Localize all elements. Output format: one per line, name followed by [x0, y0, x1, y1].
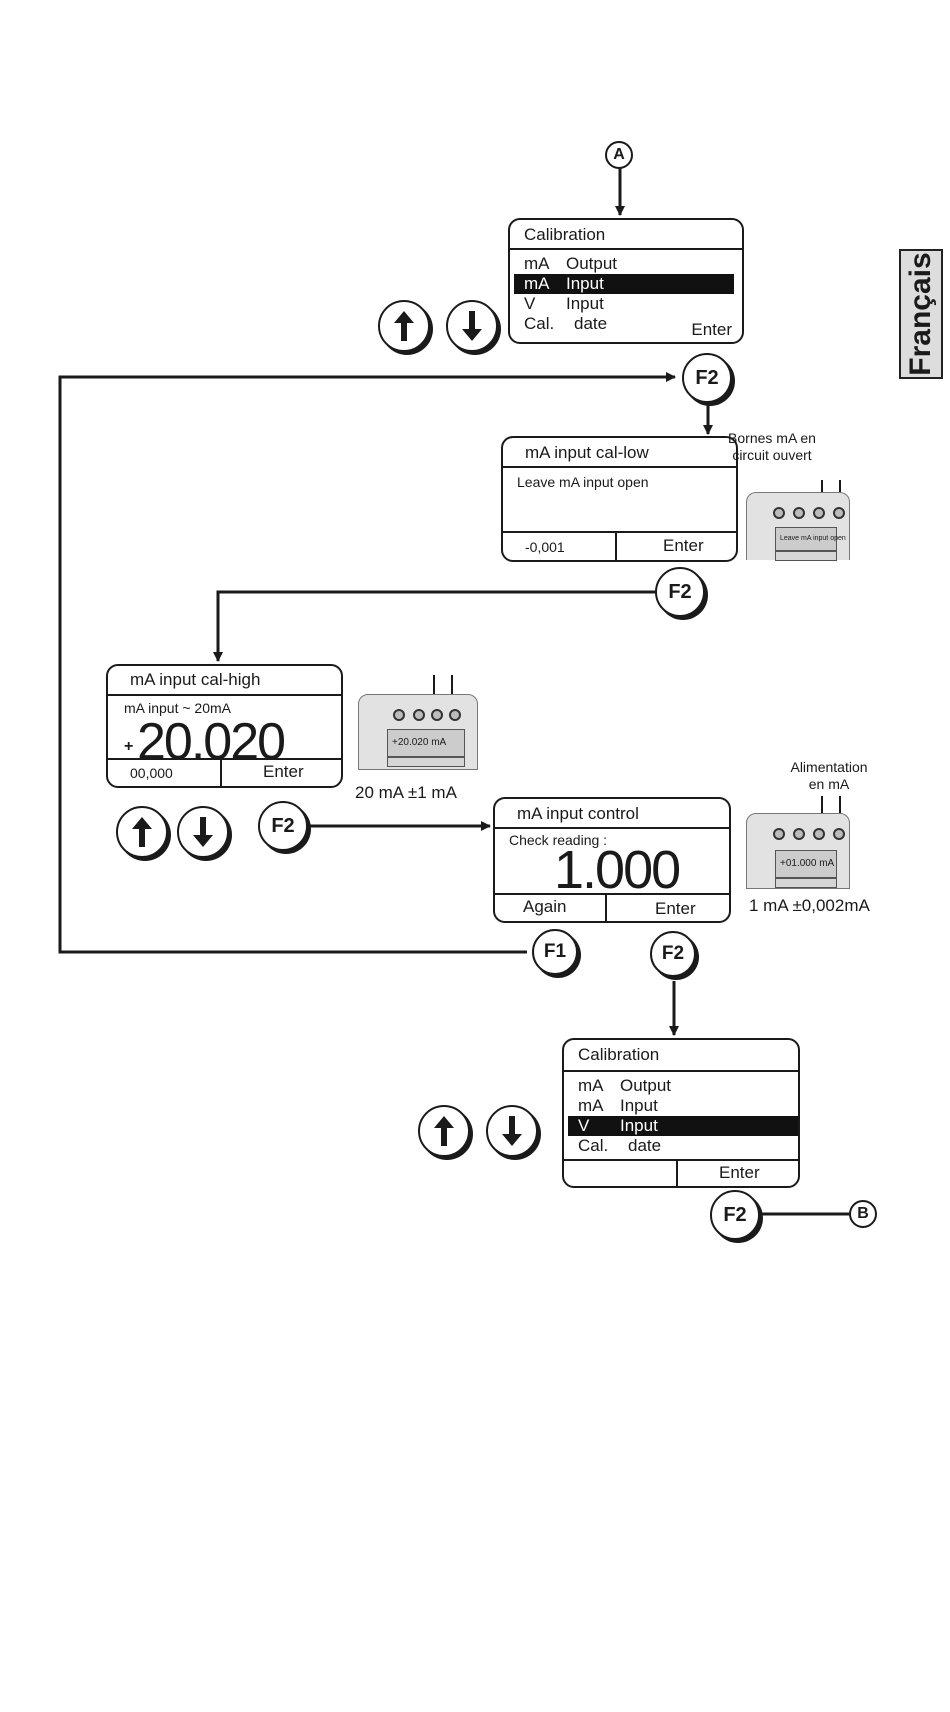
menu-item-type: mA	[524, 274, 550, 293]
ma-input-cal-high-screen: mA input cal-high mA input ~ 20mA + 20.0…	[106, 664, 343, 788]
menu-item-label: Input	[566, 294, 604, 313]
down-arrow-button[interactable]	[177, 806, 229, 858]
up-arrow-button[interactable]	[418, 1105, 470, 1157]
f2-button[interactable]: F2	[650, 931, 696, 977]
up-arrow-button[interactable]	[378, 300, 430, 352]
f2-button[interactable]: F2	[710, 1190, 760, 1240]
menu-item-type: V	[578, 1116, 590, 1135]
menu-item[interactable]: Cal. date	[568, 1136, 798, 1156]
menu-item-type: mA	[578, 1076, 604, 1095]
enter-softkey[interactable]: Enter	[691, 320, 732, 339]
screen-title: Calibration	[564, 1040, 798, 1072]
menu-item-label: Input	[620, 1096, 658, 1115]
menu-item-label: Output	[566, 254, 618, 273]
softkey-bar: Enter	[564, 1159, 798, 1186]
menu-item[interactable]: V Input	[568, 1116, 798, 1136]
menu-item-type: V	[524, 294, 536, 313]
down-arrow-button[interactable]	[446, 300, 498, 352]
screen-title: mA input cal-low	[503, 438, 736, 468]
device-display-text: Leave mA input open	[780, 535, 846, 542]
enter-softkey[interactable]: Enter	[263, 762, 304, 781]
screen-title: Calibration	[510, 220, 742, 250]
softkey-bar: Again Enter	[495, 893, 729, 921]
calibrator-device-illustration: +01.000 mA	[746, 813, 850, 889]
menu-item-label: date	[574, 314, 608, 333]
menu-item-label: date	[628, 1136, 662, 1155]
down-arrow-button[interactable]	[486, 1105, 538, 1157]
ma-input-control-screen: mA input control Check reading : 1.000 A…	[493, 797, 731, 923]
menu-item-label: Input	[566, 274, 604, 293]
calibrator-device-illustration: Leave mA input open	[746, 492, 850, 561]
menu-item-type: Cal.	[578, 1136, 609, 1155]
language-tab: Français	[899, 249, 943, 379]
loop-line-f1-to-f2	[58, 372, 676, 954]
again-softkey[interactable]: Again	[523, 897, 567, 916]
menu-item[interactable]: mA Input	[568, 1096, 798, 1116]
value-field: -0,001	[525, 539, 565, 555]
large-reading: 20.020	[137, 713, 286, 771]
screen-title: mA input control	[495, 799, 729, 829]
enter-softkey[interactable]: Enter	[719, 1163, 760, 1182]
menu-item-type: Cal.	[524, 314, 555, 333]
down-arrow-icon	[193, 817, 213, 847]
f2-button[interactable]: F2	[258, 801, 308, 851]
up-arrow-icon	[434, 1116, 454, 1146]
down-arrow-icon	[502, 1116, 522, 1146]
language-label: Français	[904, 252, 937, 376]
menu-item[interactable]: mA Output	[514, 254, 734, 274]
up-arrow-icon	[132, 817, 152, 847]
menu-item-type: mA	[578, 1096, 604, 1115]
ma-input-cal-low-screen: mA input cal-low Leave mA input open -0,…	[501, 436, 738, 562]
enter-softkey[interactable]: Enter	[663, 536, 704, 555]
device-display-text: +01.000 mA	[780, 858, 835, 869]
connector-b: B	[849, 1200, 877, 1228]
tolerance-caption: 20 mA ±1 mA	[355, 783, 457, 802]
f1-button[interactable]: F1	[532, 929, 578, 975]
menu-item-type: mA	[524, 254, 550, 273]
menu-item[interactable]: Cal. date	[514, 314, 734, 334]
up-arrow-button[interactable]	[116, 806, 168, 858]
softkey-bar: -0,001 Enter	[503, 531, 736, 560]
f2-button[interactable]: F2	[655, 567, 705, 617]
menu-item[interactable]: mA Output	[568, 1076, 798, 1096]
arrow-f2-to-cal-high	[213, 590, 655, 662]
screen-message: Check reading :	[509, 832, 608, 848]
screen-message: Leave mA input open	[517, 474, 649, 490]
down-arrow-icon	[462, 311, 482, 341]
calibrator-device-illustration: +20.020 mA	[358, 694, 478, 770]
enter-softkey[interactable]: Enter	[655, 899, 696, 918]
device-display-text: +20.020 mA	[392, 737, 447, 748]
f2-button[interactable]: F2	[682, 353, 732, 403]
menu-item[interactable]: V Input	[514, 294, 734, 314]
supply-caption: Alimentation en mA	[790, 759, 868, 792]
reading-sign: +	[124, 738, 134, 755]
large-reading: 1.000	[554, 840, 681, 900]
tolerance-caption: 1 mA ±0,002mA	[749, 896, 870, 915]
screen-title: mA input cal-high	[108, 666, 341, 696]
value-field: 00,000	[130, 765, 173, 781]
terminal-caption: Bornes mA en circuit ouvert	[728, 430, 816, 463]
up-arrow-icon	[394, 311, 414, 341]
menu-item-label: Input	[620, 1116, 658, 1135]
softkey-bar: 00,000 Enter	[108, 758, 341, 786]
screen-message: mA input ~ 20mA	[124, 700, 232, 716]
connector-a: A	[605, 141, 633, 169]
menu-item-label: Output	[620, 1076, 672, 1095]
menu-item[interactable]: mA Input	[514, 274, 734, 294]
